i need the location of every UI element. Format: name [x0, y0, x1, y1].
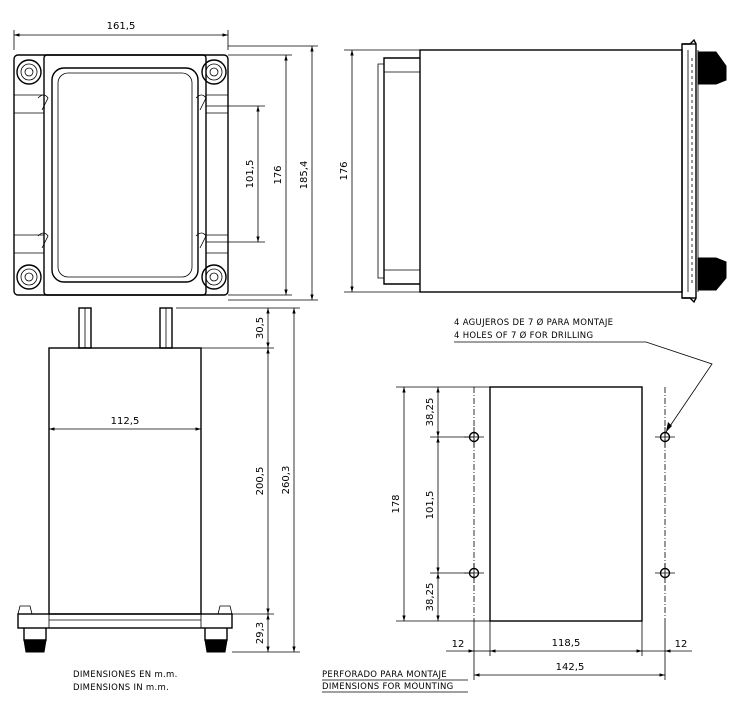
- mount-note-es: PERFORADO PARA MONTAJE: [322, 670, 447, 680]
- dim-cut-hole-spacing: 101,5: [425, 491, 436, 520]
- side-view: 176: [339, 38, 727, 304]
- front-bezel: [43, 54, 207, 296]
- dim-front-hole-spacing: 101,5: [245, 160, 256, 189]
- dim-body-height: 200,5: [255, 467, 266, 496]
- screw-icon: [16, 264, 42, 290]
- dim-base-height: 29,3: [255, 622, 266, 644]
- dim-cut-top-offset: 38,25: [425, 398, 436, 427]
- top-view: 112,5 30,5 200,5 29,3 260,3 DIMENSIONES …: [17, 307, 300, 693]
- mount-hole-icon: [655, 563, 675, 583]
- front-display-window: [51, 67, 199, 283]
- mount-note-en: DIMENSIONS FOR MOUNTING: [322, 682, 454, 692]
- clip-notch-tr: [195, 94, 207, 111]
- screw-icon: [16, 59, 42, 85]
- knob-icon: [697, 51, 727, 85]
- side-body: [419, 49, 683, 293]
- cutout-rect: [489, 386, 643, 622]
- top-body: [48, 347, 202, 615]
- front-view: 161,5 101,5 176 185,4: [13, 21, 318, 301]
- dim-front-height: 176: [273, 165, 284, 184]
- dim-cut-total-width: 142,5: [556, 662, 585, 673]
- dim-front-width: 161,5: [107, 21, 136, 32]
- side-rear-block: [383, 57, 420, 285]
- holes-note-es: 4 AGUJEROS DE 7 Ø PARA MONTAJE: [454, 317, 613, 328]
- dim-body-width: 112,5: [111, 416, 140, 427]
- clip-notch-br: [195, 232, 207, 249]
- front-display-inner: [57, 72, 193, 278]
- leader-line: [454, 341, 713, 433]
- knob-icon: [697, 257, 727, 291]
- dim-cut-height: 178: [391, 494, 402, 513]
- units-note-es: DIMENSIONES EN m.m.: [73, 670, 178, 680]
- foot-icon: [204, 639, 228, 653]
- dim-cut-width: 118,5: [552, 638, 581, 649]
- dim-cut-right-margin: 12: [675, 639, 688, 650]
- side-bezel: [681, 43, 697, 299]
- dim-total-height: 260,3: [281, 466, 292, 495]
- mount-hole-icon: [655, 427, 675, 447]
- dim-pin-height: 30,5: [255, 317, 266, 339]
- holes-note-en: 4 HOLES OF 7 Ø FOR DRILLING: [454, 330, 593, 341]
- units-note-en: DIMENSIONS IN m.m.: [73, 683, 169, 693]
- dim-side-height: 176: [339, 161, 350, 180]
- clip-notch-bl: [37, 232, 49, 249]
- dim-cut-bottom-offset: 38,25: [425, 583, 436, 612]
- screw-icon: [201, 59, 227, 85]
- front-outer-frame: [13, 54, 229, 296]
- foot-icon: [23, 639, 47, 653]
- clip-notch-tl: [37, 94, 49, 111]
- dim-cut-left-margin: 12: [452, 639, 465, 650]
- top-base: [17, 613, 233, 629]
- dim-front-total-height: 185,4: [299, 161, 310, 190]
- panel-cutout-view: 4 AGUJEROS DE 7 Ø PARA MONTAJE 4 HOLES O…: [322, 317, 713, 693]
- screw-icon: [201, 264, 227, 290]
